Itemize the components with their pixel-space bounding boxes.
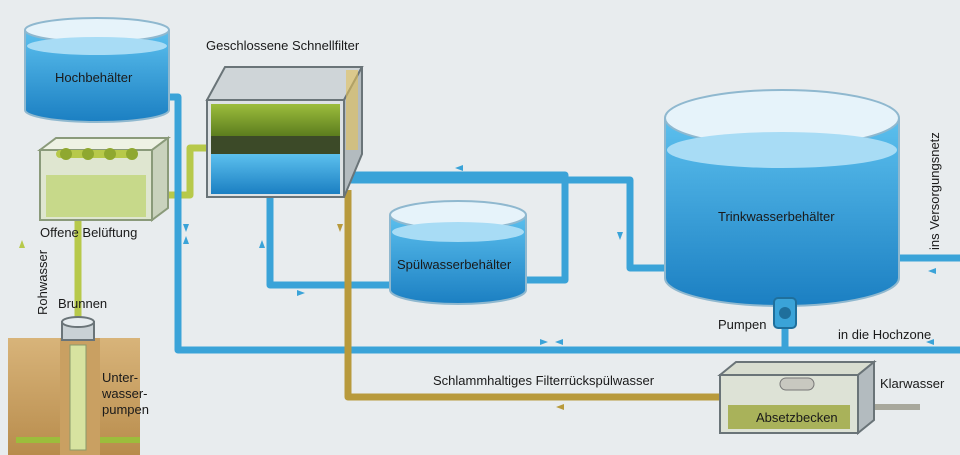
sludge-arrows — [337, 224, 564, 410]
flow-arrows — [183, 165, 936, 345]
rohwasser-arrow — [19, 240, 25, 248]
label-belueftung: Offene Belüftung — [40, 225, 138, 240]
sedimentation-basin — [717, 359, 877, 436]
label-pumpen: Pumpen — [718, 317, 767, 332]
hochbehaelter-tank — [24, 17, 170, 123]
label-rohwasser: Rohwasser — [35, 249, 50, 315]
label-versorgungsnetz: ins Versorgungsnetz — [927, 132, 942, 250]
spuelwasser-tank — [389, 200, 527, 305]
label-schlamm: Schlammhaltiges Filterrückspülwasser — [433, 373, 655, 388]
sludge-pipes — [344, 190, 725, 401]
label-hochzone: in die Hochzone — [838, 327, 932, 342]
label-trinkwasser: Trinkwasserbehälter — [718, 209, 835, 224]
klarwasser-arrow — [902, 404, 910, 410]
label-unterwasserpumpen-1: Unter- — [102, 370, 139, 385]
label-unterwasserpumpen-2: wasser- — [102, 386, 148, 401]
clean-water-pipes — [165, 93, 960, 354]
rapid-filter — [205, 66, 364, 198]
well-head — [61, 316, 95, 451]
label-absetzbecken: Absetzbecken — [756, 410, 838, 425]
label-hochbehaelter: Hochbehälter — [55, 70, 133, 85]
aeration-unit — [37, 136, 171, 222]
label-schnellfilter: Geschlossene Schnellfilter — [206, 38, 360, 53]
pump-unit — [773, 297, 797, 329]
trinkwasser-tank — [664, 89, 900, 307]
label-brunnen: Brunnen — [58, 296, 108, 311]
label-unterwasserpumpen-3: pumpen — [102, 402, 149, 417]
label-klarwasser: Klarwasser — [880, 376, 945, 391]
label-spuelwasser: Spülwasserbehälter — [397, 257, 512, 272]
